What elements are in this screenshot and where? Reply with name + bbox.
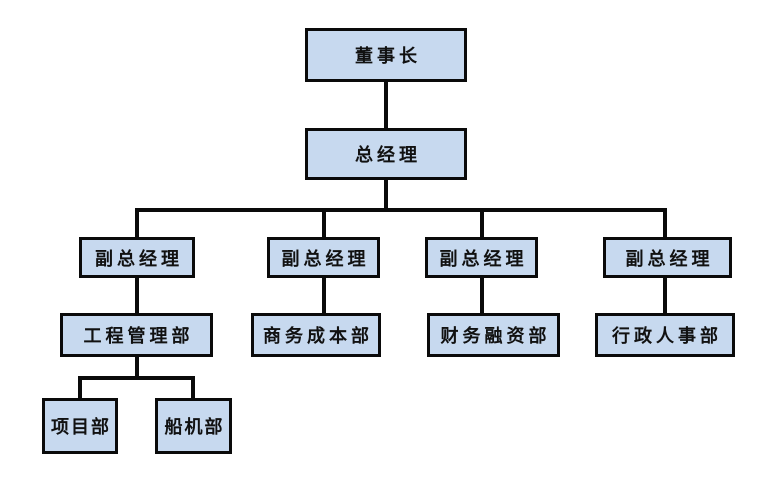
org-node-admin-hr-dept: 行政人事部 [595,313,735,357]
org-node-business-cost-dept: 商务成本部 [251,313,381,357]
org-node-label: 副总经理 [95,248,183,270]
org-node-engineering-mgmt-dept: 工程管理部 [60,313,213,357]
org-node-label: 副总经理 [625,248,714,270]
connector-deputy3-finance [480,276,484,315]
org-node-label: 行政人事部 [612,326,722,347]
connector-bus-deputy-gm-3 [480,208,484,239]
org-node-label: 项目部 [51,417,111,438]
org-node-deputy-gm-4: 副总经理 [603,237,732,278]
org-node-label: 工程管理部 [83,326,194,347]
connector-bus-level3 [135,208,667,212]
org-node-project-dept: 项目部 [42,398,118,454]
connector-bus-deputy-gm-4 [663,208,667,239]
connector-bus-deputy-gm-1 [135,208,139,239]
org-node-chairman: 董事长 [305,28,467,82]
org-node-label: 船机部 [164,417,225,438]
org-node-deputy-gm-1: 副总经理 [79,237,195,278]
connector-bus-ship-machinery-dept [191,376,195,400]
org-node-label: 董事长 [355,46,421,67]
org-node-deputy-gm-2: 副总经理 [267,237,380,278]
connector-gm-bus [384,178,388,212]
org-node-ship-machinery-dept: 船机部 [155,398,232,454]
connector-bus-deputy-gm-2 [322,208,326,239]
org-node-label: 副总经理 [439,248,528,270]
org-node-label: 总经理 [355,145,421,166]
connector-deputy1-engineering [135,276,139,315]
org-node-general-manager: 总经理 [305,128,467,180]
org-node-label: 副总经理 [281,248,370,270]
connector-chairman-gm [384,80,388,130]
connector-deputy2-business-cost [322,276,326,315]
connector-engineering-bus [135,355,139,380]
connector-deputy4-admin-hr [663,276,667,315]
org-node-deputy-gm-3: 副总经理 [425,237,538,278]
org-node-label: 财务融资部 [440,326,551,347]
connector-bus-level5 [78,376,195,380]
org-node-label: 商务成本部 [263,326,373,347]
connector-bus-project-dept [78,376,82,400]
org-node-finance-funding-dept: 财务融资部 [427,313,560,357]
